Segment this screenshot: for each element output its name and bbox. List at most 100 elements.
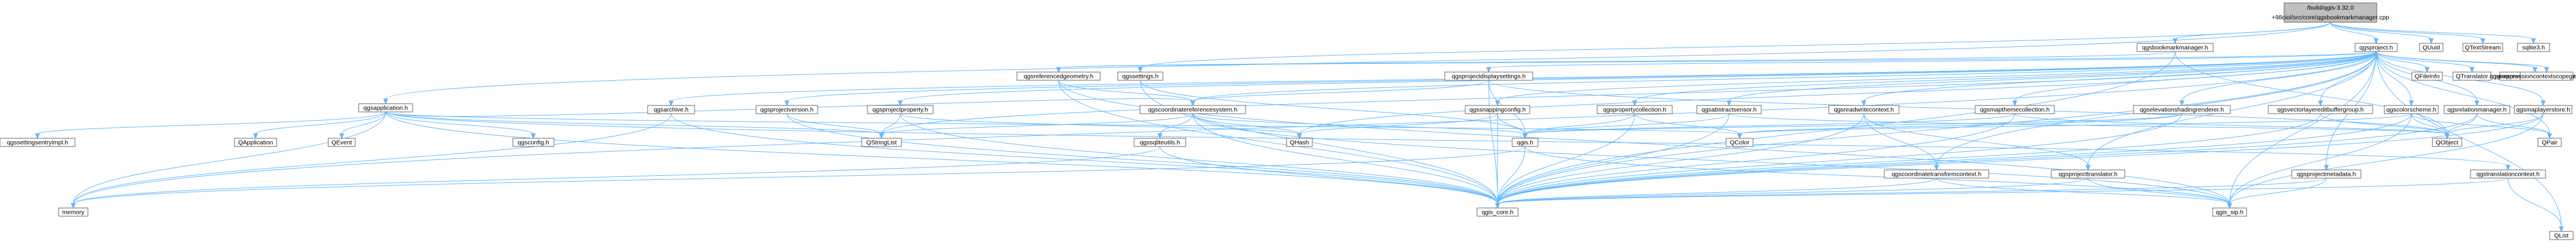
node-qgselevationshadingrenderer[interactable]: qgselevationshadingrenderer.h (2133, 105, 2231, 114)
edge-qgsmapthemecollection-to-qobject (2014, 113, 2450, 139)
node-qgsmaplayerstore[interactable]: qgsmaplayerstore.h (2514, 105, 2572, 114)
node-box (2452, 71, 2492, 81)
edge-line (1058, 80, 1193, 102)
node-box (2514, 105, 2572, 114)
node-qpair: QPair (2537, 138, 2562, 147)
edge-qgsproject-to-qgselevationshadingrenderer (2179, 51, 2377, 107)
edge-line (1192, 113, 1498, 204)
edge-qgsapplication-to-memory (70, 111, 386, 209)
node-label: qgsrelationmanager.h (2448, 106, 2507, 113)
edge-qgsproject-to-qgsprojectproperty (897, 51, 2377, 107)
node-label: QHash (1290, 139, 1309, 146)
edge-qgsapplication-to-qapplication (253, 111, 386, 139)
edge-qgsapplication-to-qgsconfig (385, 111, 536, 139)
edge-line (1192, 51, 2377, 102)
node-qgsabstractsensor[interactable]: qgsabstractsensor.h (1696, 105, 1762, 114)
edge-line (2014, 51, 2377, 102)
node-qgsvectorlayereditbuffergroup[interactable]: qgsvectorlayereditbuffergroup.h (2268, 105, 2373, 114)
edge-line (73, 146, 1526, 204)
edge-arrowhead (1737, 133, 1743, 139)
node-qgsreadwritecontext[interactable]: qgsreadwritecontext.h (1828, 105, 1900, 114)
edge-arrowhead (1522, 133, 1528, 139)
node-qgsreferencedgeometry[interactable]: qgsreferencedgeometry.h (1016, 71, 1101, 81)
node-qgscoordinatetransformcontext[interactable]: qgscoordinatetransformcontext.h (1884, 169, 1989, 179)
node-box (2384, 105, 2439, 114)
edge-line (385, 22, 2331, 100)
node-qgspropertycollection[interactable]: qgspropertycollection.h (1597, 105, 1673, 114)
edge-line (2376, 51, 2547, 69)
node-qgscoordinatereferencesystem[interactable]: qgscoordinatereferencesystem.h (1139, 105, 1246, 114)
node-qgsexpressioncontextscopegenerator[interactable]: qgsexpressioncontextscopegenerator.h (2493, 71, 2576, 81)
edge-arrowhead (70, 203, 76, 209)
node-label: QObject (2436, 139, 2459, 146)
node-qgscolorscheme[interactable]: qgscolorscheme.h (2384, 105, 2439, 114)
edge-arrowhead (1486, 67, 1492, 73)
edge-line (2376, 51, 2562, 228)
edge-arrowhead (2424, 67, 2430, 73)
node-qgsproject[interactable]: qgsproject.h (2354, 43, 2398, 52)
edge-arrowhead (2085, 165, 2091, 171)
node-qgsarchive[interactable]: qgsarchive.h (647, 105, 695, 114)
edge-line (2446, 113, 2544, 135)
edge-qgsprojectdisplaysettings-to-qgscoordinatereferencesystem (1190, 80, 1489, 107)
edge-qgsmaplayerstore-to-qobject (2444, 113, 2544, 139)
edge-qgsrelationmanager-to-qobject (2444, 113, 2478, 139)
node-qgssqliteutils[interactable]: qgssqliteutils.h (1134, 138, 1186, 147)
node-qlist: QList (2549, 231, 2574, 240)
edge-line (2376, 51, 2428, 69)
node-box (1286, 138, 1313, 147)
node-box (2419, 43, 2444, 52)
node-box (2354, 43, 2398, 52)
node-qgsprojectversion[interactable]: qgsprojectversion.h (756, 105, 818, 114)
node-qgssettings[interactable]: qgssettings.h (1117, 71, 1163, 81)
edge-line (1140, 80, 1526, 135)
edge-line (1497, 51, 2377, 102)
node-qtranslator: QTranslator (2452, 71, 2492, 81)
edge-qgsreferencedgeometry-to-qgis_core (1058, 80, 1500, 209)
node-qgssnappingconfig[interactable]: qgssnappingconfig.h (1465, 105, 1530, 114)
node-label: QTextStream (2465, 44, 2501, 51)
node-label: sqlite3.h (2522, 44, 2545, 51)
edge-line (73, 51, 2377, 204)
node-box (2520, 71, 2574, 81)
edge-line (2446, 113, 2478, 135)
node-label: qgsbookmarkmanager.h (2142, 44, 2209, 51)
node-qgssettingsentryimpl[interactable]: qgssettingsentryimpl.h (0, 138, 76, 147)
edge-qgsapplication-to-qstringlist (385, 111, 884, 139)
edge-line (1497, 178, 2088, 204)
node-label: qgsvectorlayereditbuffergroup.h (2277, 106, 2364, 113)
node-qgsapplication[interactable]: qgsapplication.h (358, 103, 413, 112)
edge-root-to-quuid (2330, 22, 2434, 45)
edge-line (385, 111, 1498, 204)
node-box (1975, 105, 2055, 114)
edge-qgsprojectdisplaysettings-to-qgis_core (1488, 80, 1500, 209)
node-qgsprojectmetadata[interactable]: qgsprojectmetadata.h (2291, 169, 2361, 179)
edge-qgscoordinatereferencesystem-to-qstringlist (879, 113, 1193, 139)
node-label: qgstranslationcontext.h (2476, 170, 2540, 178)
node-box (0, 138, 76, 147)
node-qgsprojectdisplaysettings[interactable]: qgsprojectdisplaysettings.h (1444, 71, 1533, 81)
node-qgsprojecttranslator[interactable]: qgsprojecttranslator.h (2051, 169, 2125, 179)
edge-line (1634, 51, 2377, 102)
edge-line (1058, 51, 2377, 69)
node-qgsrelationmanager[interactable]: qgsrelationmanager.h (2444, 105, 2510, 114)
node-qgstranslationcontext[interactable]: qgstranslationcontext.h (2470, 169, 2546, 179)
edge-line (37, 111, 386, 135)
node-qgsmapthemecollection[interactable]: qgsmapthemecollection.h (1975, 105, 2055, 114)
node-label: qgis_sip.h (2216, 209, 2243, 216)
node-qgsbookmarkmanager[interactable]: qgsbookmarkmanager.h (2136, 43, 2214, 52)
edge-qgsapplication-to-qgstranslationcontext (385, 111, 2511, 171)
edge-arrowhead (784, 100, 790, 107)
edge-root-to-qgssettings (1138, 22, 2331, 73)
node-qgis[interactable]: qgis.h (1512, 138, 1539, 147)
edge-line (1497, 51, 2377, 204)
edge-root-to-sqlite3 (2330, 22, 2536, 45)
edge-qgscolorscheme-to-qpair (2411, 113, 2553, 139)
node-label: QList (2554, 232, 2569, 239)
edge-line (2330, 22, 2377, 40)
edge-line (2320, 113, 2448, 135)
edge-line (1140, 22, 2331, 69)
node-box (58, 207, 89, 217)
node-qgsprojectproperty[interactable]: qgsprojectproperty.h (867, 105, 934, 114)
edge-line (1497, 113, 1635, 204)
